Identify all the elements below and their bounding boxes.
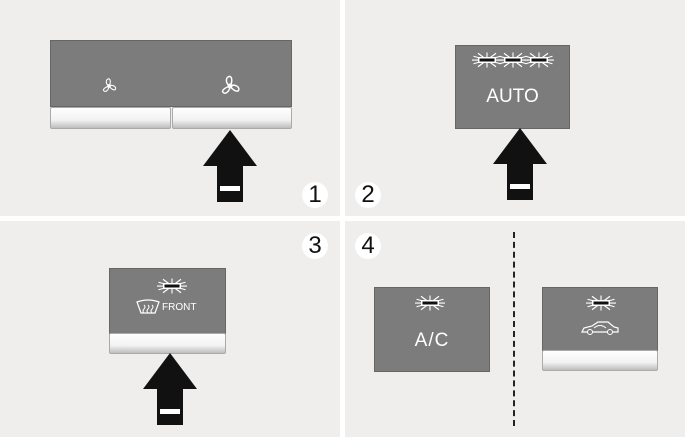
front-defrost-button[interactable]	[109, 333, 226, 354]
front-defrost-panel: FRONT	[109, 268, 226, 334]
dashed-separator	[513, 232, 515, 426]
auto-button[interactable]: AUTO	[455, 45, 570, 129]
indicator-light-icon	[586, 295, 616, 311]
step-number: 4	[355, 233, 381, 259]
indicator-light-icon	[415, 295, 445, 311]
front-defrost-icon	[136, 299, 160, 314]
fan-speed-panel	[50, 40, 292, 107]
indicator-light-icon	[524, 52, 554, 68]
step-number: 3	[302, 233, 328, 259]
press-arrow-icon	[203, 130, 257, 202]
press-arrow-icon	[493, 128, 547, 200]
ac-label: A/C	[414, 330, 450, 351]
recirculation-panel	[542, 287, 658, 351]
fan-high-icon	[218, 74, 242, 98]
fan-up-button[interactable]	[172, 107, 292, 129]
fan-down-button[interactable]	[50, 107, 171, 129]
step-number: 2	[355, 182, 381, 208]
press-arrow-icon	[143, 353, 197, 425]
recirculation-button[interactable]	[542, 350, 658, 371]
horizontal-divider	[0, 216, 685, 221]
recirculation-car-icon	[581, 321, 619, 335]
front-label: FRONT	[162, 302, 197, 313]
ac-button[interactable]: A/C	[374, 287, 490, 372]
fan-low-icon	[100, 77, 118, 95]
auto-label: AUTO	[486, 86, 539, 107]
step-number: 1	[302, 182, 328, 208]
indicator-light-icon	[157, 278, 187, 294]
